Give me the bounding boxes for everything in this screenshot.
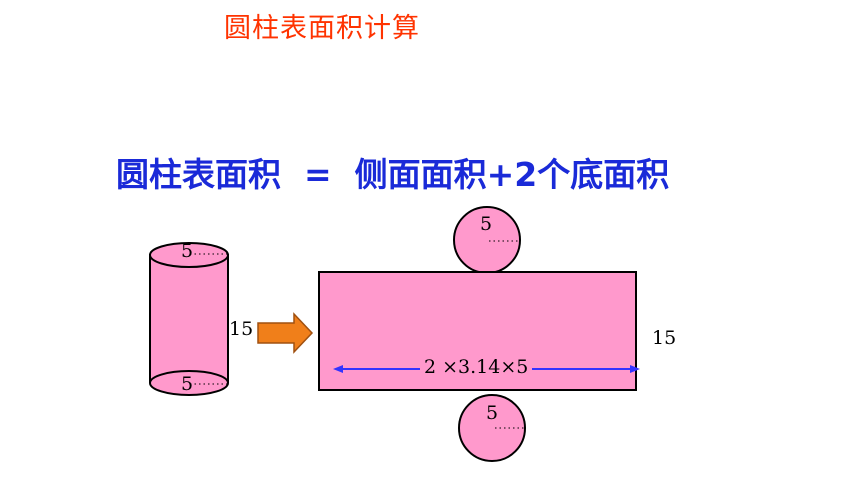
cylinder-top-face bbox=[149, 242, 229, 268]
transform-arrow bbox=[257, 312, 314, 354]
net-rect-height-label: 15 bbox=[652, 327, 677, 349]
cylinder-body bbox=[149, 254, 229, 396]
net-bottom-circle-radius-label: 5 bbox=[486, 402, 499, 424]
net-bottom-circle bbox=[458, 394, 526, 462]
cylinder bbox=[149, 242, 229, 396]
cylinder-bottom-hidden-edge bbox=[149, 370, 229, 384]
measure-right-arrowhead bbox=[630, 365, 640, 373]
rect-length-measure bbox=[333, 365, 640, 373]
page-title: 圆柱表面积计算 bbox=[224, 13, 420, 44]
net-side-rectangle bbox=[318, 271, 637, 391]
formula-text: 圆柱表面积 = 侧面面积+2个底面积 bbox=[116, 155, 670, 194]
cylinder-top-radius-label: 5 bbox=[181, 240, 194, 262]
measure-left-arrowhead bbox=[333, 365, 343, 373]
net-rect-length-label: 2 ×3.14×5 bbox=[424, 356, 529, 378]
cylinder-height-label: 15 bbox=[229, 318, 254, 340]
cylinder-bottom-radius-label: 5 bbox=[181, 373, 194, 395]
net-top-circle-radius-label: 5 bbox=[480, 213, 493, 235]
